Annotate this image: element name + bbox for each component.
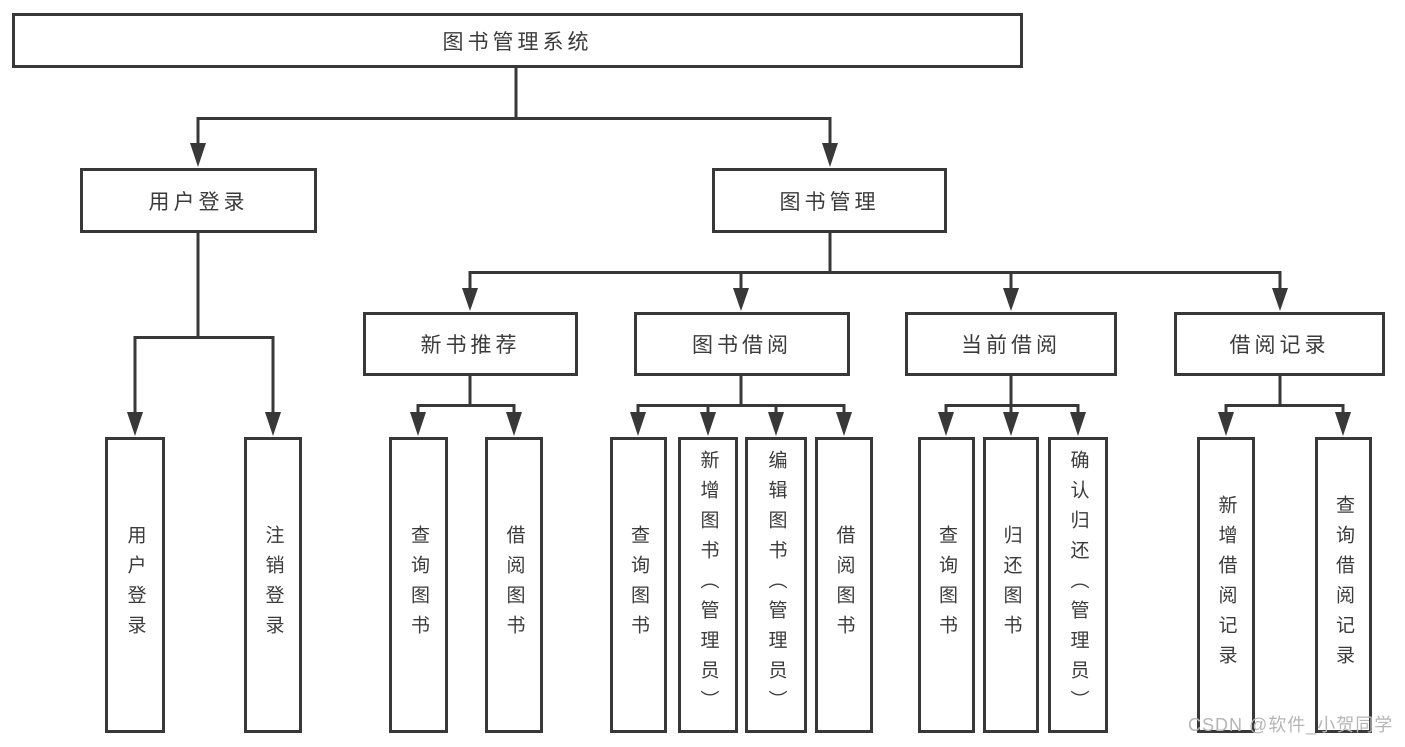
node-label: 新增借阅记录	[1215, 495, 1237, 675]
leaf-query-borrow-record: 查询借阅记录	[1315, 437, 1372, 733]
connector-current-borrow-children	[938, 376, 1086, 436]
node-label: 注销登录	[262, 525, 284, 645]
node-borrowing-records: 借阅记录	[1174, 312, 1385, 376]
leaf-return-books: 归还图书	[983, 437, 1039, 733]
node-label: 新增图书（管理员）	[697, 450, 719, 720]
leaf-borrow-books: 借阅图书	[815, 437, 873, 733]
node-label: 查询图书	[628, 525, 649, 645]
connector-root-to-level2	[190, 67, 838, 167]
leaf-confirm-return-admin: 确认归还（管理员）	[1048, 437, 1108, 733]
node-label: 借阅图书	[503, 525, 525, 645]
leaf-logout: 注销登录	[244, 437, 302, 733]
leaf-add-book-admin: 新增图书（管理员）	[678, 437, 738, 733]
node-label: 确认归还（管理员）	[1067, 450, 1089, 720]
node-label: 查询图书	[936, 525, 957, 645]
node-label: 图书借阅	[692, 334, 792, 357]
node-label: 查询图书	[408, 525, 429, 645]
leaf-edit-book-admin: 编辑图书（管理员）	[745, 437, 807, 733]
node-book-borrowing: 图书借阅	[634, 312, 850, 376]
node-label: 借阅记录	[1229, 334, 1330, 357]
leaf-query-books-current: 查询图书	[918, 437, 975, 733]
leaf-borrow-books-recommend: 借阅图书	[485, 437, 543, 733]
node-label: 编辑图书（管理员）	[765, 450, 787, 720]
leaf-user-login: 用户登录	[105, 437, 165, 733]
node-label: 图书管理	[779, 190, 880, 214]
connector-borrow-record-children	[1218, 376, 1351, 436]
connector-new-book-children	[410, 376, 522, 436]
node-label: 用户登录	[124, 525, 146, 645]
node-book-management: 图书管理	[712, 168, 947, 233]
node-label: 当前借阅	[961, 334, 1061, 357]
node-label: 查询借阅记录	[1333, 495, 1354, 675]
node-user-login: 用户登录	[80, 168, 317, 233]
node-label: 归还图书	[1000, 525, 1022, 645]
leaf-query-books-borrow: 查询图书	[610, 437, 667, 733]
connector-book-borrow-children	[630, 376, 852, 436]
connector-book-management-sections	[462, 233, 1288, 311]
leaf-add-borrow-record: 新增借阅记录	[1197, 437, 1255, 733]
node-current-borrowing: 当前借阅	[905, 312, 1117, 376]
node-new-book-recommend: 新书推荐	[363, 312, 578, 376]
node-library-management-system: 图书管理系统	[12, 13, 1023, 68]
node-label: 用户登录	[148, 190, 249, 214]
node-label: 借阅图书	[833, 525, 855, 645]
connector-user-login-children	[127, 233, 281, 436]
node-label: 图书管理系统	[442, 30, 593, 54]
leaf-query-books-recommend: 查询图书	[389, 437, 448, 733]
node-label: 新书推荐	[420, 334, 521, 357]
csdn-watermark: CSDN @软件_小贺同学	[1188, 715, 1394, 735]
